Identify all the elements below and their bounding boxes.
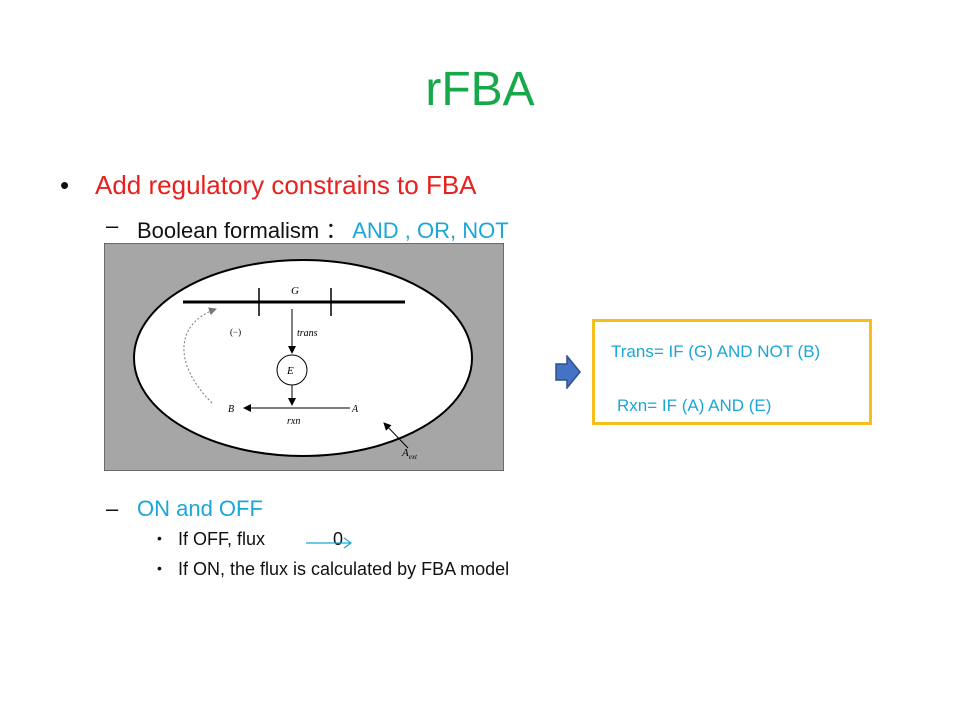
gene-label: G bbox=[291, 285, 299, 297]
off-flux-value: 0 bbox=[333, 529, 344, 549]
rxn-label: rxn bbox=[287, 416, 300, 427]
trans-formula: Trans= IF (G) AND NOT (B) bbox=[611, 342, 821, 361]
slide-title: rFBA bbox=[425, 63, 535, 116]
arrow-icon bbox=[306, 537, 353, 549]
negative-label: (−) bbox=[230, 327, 241, 337]
sub-bullet-on-off: ON and OFF bbox=[137, 496, 263, 522]
enzyme-label: E bbox=[286, 365, 294, 377]
sub-bullet-boolean: Boolean formalism ： AND , OR, NOT bbox=[137, 213, 509, 245]
aext-label: Aext bbox=[401, 447, 418, 461]
formula-box: Trans= IF (G) AND NOT (B) Rxn= IF (A) AN… bbox=[592, 319, 872, 425]
right-arrow-icon bbox=[555, 355, 581, 389]
dash-marker: – bbox=[106, 213, 119, 238]
b-label: B bbox=[228, 404, 234, 415]
sub-bullet-dot: • bbox=[157, 560, 162, 576]
on-off-label: ON and OFF bbox=[137, 496, 263, 521]
bullet-regulatory-constraints: Add regulatory constrains to FBA bbox=[95, 170, 477, 200]
item-off-flux: If OFF, flux 0 bbox=[178, 529, 343, 550]
boolean-separator: ： bbox=[325, 218, 348, 243]
regulatory-network-diagram: G trans E B A rxn (−) Aext bbox=[104, 243, 504, 471]
off-flux-text: If OFF, flux bbox=[178, 529, 266, 549]
cell-ellipse bbox=[133, 259, 473, 457]
aext-arrow bbox=[383, 422, 409, 449]
bullet-dot: • bbox=[60, 170, 70, 200]
item-on-flux: If ON, the flux is calculated by FBA mod… bbox=[178, 559, 510, 579]
dash-marker: – bbox=[106, 496, 119, 521]
boolean-operators: AND , OR, NOT bbox=[352, 218, 509, 243]
trans-label: trans bbox=[297, 328, 318, 339]
boolean-label: Boolean formalism bbox=[137, 218, 320, 243]
rxn-formula: Rxn= IF (A) AND (E) bbox=[617, 396, 772, 415]
sub-bullet-dot: • bbox=[157, 530, 162, 546]
a-label: A bbox=[351, 404, 359, 415]
negative-feedback-arc bbox=[183, 307, 217, 404]
